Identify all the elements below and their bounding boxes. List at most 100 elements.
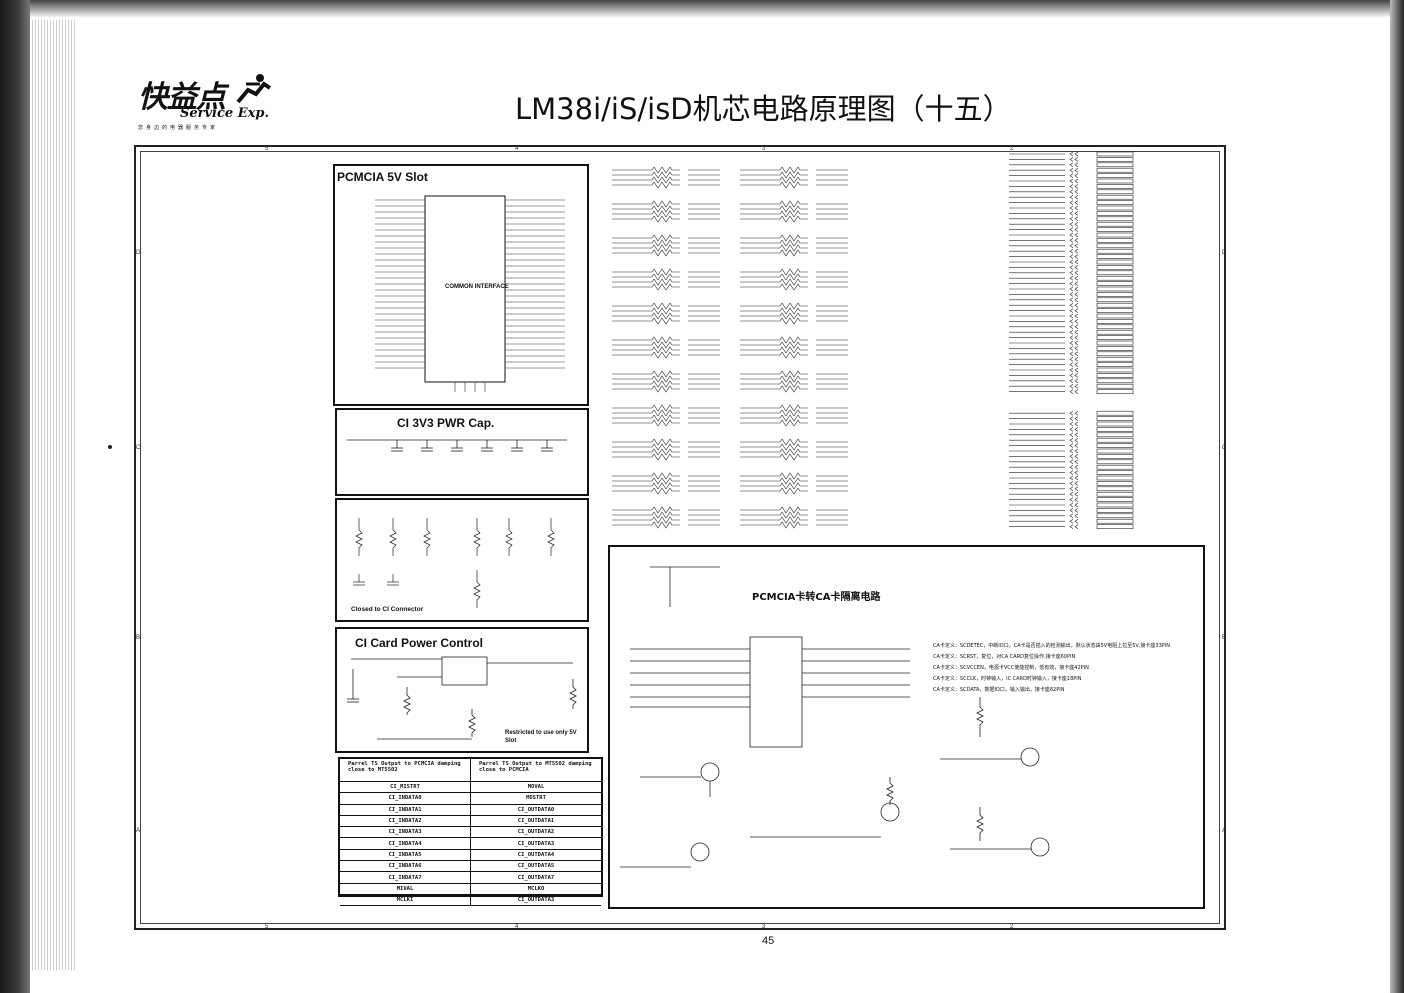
pwr-cap-block: CI 3V3 PWR Cap. [335, 408, 589, 496]
net-label-box [1096, 189, 1134, 195]
port-arrow-icon [1069, 227, 1079, 232]
port-arrow-icon [1069, 151, 1079, 157]
table-cell: CI_INDATA1 [340, 804, 471, 816]
table-cell: CI_OUTDATA2 [470, 826, 601, 839]
resistor-symbol [644, 166, 680, 174]
net-label-box [1096, 383, 1134, 389]
port-arrow-icon [1069, 184, 1079, 189]
resistor-symbol [644, 370, 680, 378]
resistor-symbol [644, 210, 680, 218]
resistor-symbol [644, 249, 680, 257]
zone-left-a: A [136, 828, 141, 834]
resistor-symbol [644, 477, 680, 485]
runner-logo-icon [236, 74, 272, 104]
resistor-symbol [644, 419, 680, 427]
resistor-symbol [644, 380, 680, 388]
zone-right-b: B [1222, 635, 1227, 641]
resistor-symbol [772, 210, 808, 218]
resistor-symbol [772, 380, 808, 388]
port-arrow-icon [1069, 292, 1079, 297]
closed-to-connector-note: Closed to CI Connector [351, 606, 424, 613]
port-arrow-icon [1069, 486, 1079, 492]
resistor-symbol [644, 511, 680, 519]
net-label-box [1096, 324, 1134, 330]
company-logo: 快益点 Service Exp. 您身边的电器服务专家 [138, 72, 278, 132]
port-arrow-icon [1069, 443, 1079, 448]
logo-chinese: 快益点 [138, 80, 226, 115]
binding-hole-mark [108, 445, 112, 449]
resistor-symbol [772, 181, 808, 189]
port-arrow-icon [1069, 437, 1079, 443]
net-label-box [1096, 454, 1134, 459]
port-arrow-icon [1069, 275, 1079, 281]
port-arrow-icon [1069, 454, 1079, 459]
net-label-box [1096, 373, 1134, 378]
net-label-box [1096, 200, 1134, 205]
table-cell: CI_INDATA4 [340, 837, 471, 850]
resistor-symbol [772, 438, 808, 446]
page-number: 45 [762, 935, 775, 947]
resistor-symbol [644, 336, 680, 344]
scan-shadow-right [1390, 0, 1404, 993]
ca-note-scclk: CA卡定义：SCCLK，时钟输入，IC CARD时钟输入，接卡座18PIN [933, 676, 1082, 682]
resistor-symbol [772, 511, 808, 519]
resistor-symbol [772, 453, 808, 461]
resistor-symbol [644, 385, 680, 393]
logo-english: Service Exp. [180, 106, 269, 121]
resistor-symbol [772, 370, 808, 378]
resistor-symbol [772, 443, 808, 451]
resistor-symbol [644, 453, 680, 461]
port-arrow-icon [1069, 221, 1079, 227]
logo-slogan: 您身边的电器服务专家 [138, 125, 219, 131]
net-label-box [1096, 502, 1134, 508]
ca-note-scdetec: CA卡定义：SCDETEC，中断IO口，CA卡是否插入的检测输出，默认状态由5V… [933, 643, 1171, 649]
resistor-symbol [644, 351, 680, 359]
net-label-box [1096, 232, 1134, 238]
resistor-network-drawing [612, 166, 848, 529]
ca-note-scdata: CA卡定义：SCDATA，数据IO口，输入输出，接卡座62PIN [933, 687, 1065, 693]
net-label-box [1096, 211, 1134, 216]
port-arrow-icon [1069, 464, 1079, 470]
net-label-box [1096, 238, 1134, 243]
net-label-box [1096, 302, 1134, 308]
ca-isolation-drawing [620, 566, 1050, 868]
port-arrow-icon [1069, 491, 1079, 497]
port-arrow-icon [1069, 378, 1079, 384]
pullup-resistor-block: Closed to CI Connector [335, 498, 589, 622]
table-cell: MCLKO [470, 883, 601, 895]
resistor-symbol [772, 477, 808, 485]
resistor-symbol [772, 273, 808, 281]
net-label-box [1096, 497, 1134, 502]
table-cell: CI_OUTDATA5 [470, 860, 601, 873]
zone-left-c: C [136, 445, 141, 451]
net-label-box [1096, 524, 1134, 529]
port-arrow-icon [1069, 211, 1079, 216]
resistor-symbol [644, 302, 680, 310]
port-arrow-icon [1069, 205, 1079, 211]
resistor-symbol [644, 404, 680, 412]
resistor-symbol [644, 171, 680, 179]
net-label-box [1096, 194, 1134, 200]
net-label-box [1096, 475, 1134, 481]
resistor-symbol [644, 448, 680, 456]
page-title: LM38i/iS/isD机芯电路原理图（十五） [515, 92, 1012, 126]
port-arrow-icon [1069, 513, 1079, 519]
zone-right-c: C [1222, 445, 1227, 451]
port-arrow-icon [1069, 383, 1079, 389]
port-arrow-icon [1069, 259, 1079, 265]
net-label-box [1096, 356, 1134, 362]
port-arrow-icon [1069, 281, 1079, 286]
resistor-symbol [772, 278, 808, 286]
resistor-symbol [644, 215, 680, 223]
pwr-cap-block-title: CI 3V3 PWR Cap. [397, 416, 495, 430]
resistor-symbol [644, 506, 680, 514]
zone-top-4: 4 [515, 146, 519, 152]
net-label-box [1096, 248, 1134, 254]
resistor-symbol [772, 385, 808, 393]
port-arrow-icon [1069, 362, 1079, 367]
net-label-box [1096, 157, 1134, 162]
net-label-box [1096, 216, 1134, 222]
table-cell: CI_OUTDATA3 [470, 837, 601, 850]
ca-circuit-title: PCMCIA卡转CA卡隔离电路 [752, 592, 881, 603]
